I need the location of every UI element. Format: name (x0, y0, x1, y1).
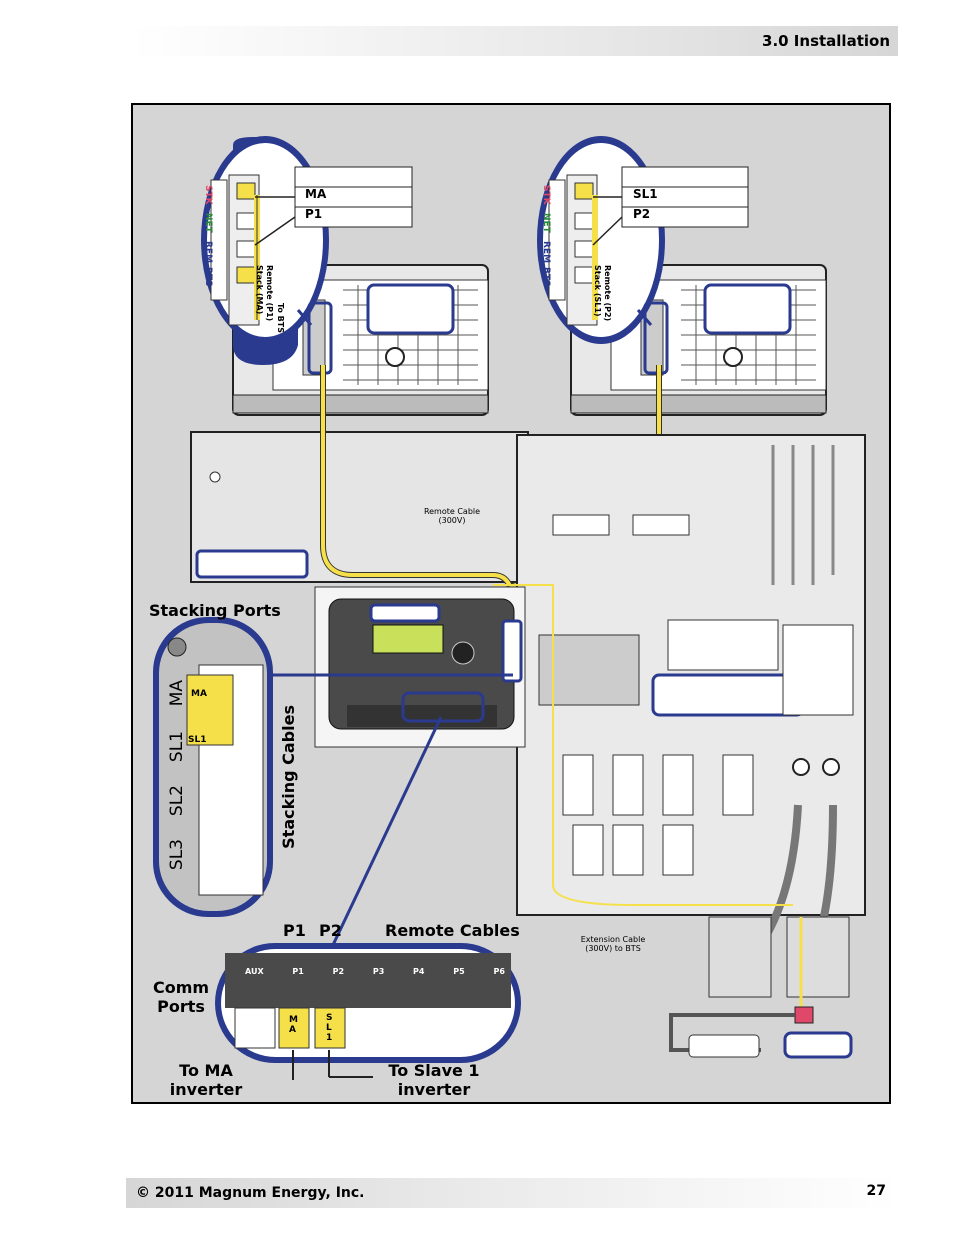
remote-cable-line1: Remote Cable (423, 507, 481, 516)
comm-port-p3: P3 (372, 967, 385, 976)
right-cable-note-1: Stack (SL1) (593, 265, 602, 317)
comm-port-row: AUX P1 P2 P3 P4 P5 P6 (245, 967, 505, 976)
stack-port-sl2: SL2 (167, 785, 187, 817)
callout-box-left (366, 283, 455, 335)
port-table-left (254, 166, 413, 246)
right-cable-note-2: Remote (P2) (603, 265, 612, 322)
copyright: © 2011 Magnum Energy, Inc. (136, 1185, 365, 1201)
to-slave-label: To Slave 1 inverter (379, 1061, 489, 1099)
remote-cable-line2: (300V) (438, 516, 466, 525)
left-bts-label: BTS (203, 267, 213, 287)
comm-p1-label: P1 (283, 921, 306, 940)
comm-port-p1: P1 (292, 967, 304, 976)
to-ma-label: To MA inverter (161, 1061, 251, 1099)
right-port-bottom-label: P2 (633, 207, 651, 221)
comm-port-p5: P5 (453, 967, 465, 976)
diagram-svg (153, 136, 866, 1080)
remote-control (314, 586, 526, 748)
right-rem-label: REM (541, 241, 551, 264)
footer-bar: © 2011 Magnum Energy, Inc. 27 (126, 1178, 898, 1208)
to-ma-line2: inverter (169, 1080, 243, 1099)
stack-plug-sl1: SL1 (188, 735, 207, 745)
stacking-ports-title: Stacking Ports (149, 601, 281, 620)
right-port-top-label: SL1 (633, 187, 658, 201)
stack-port-sl3: SL3 (167, 839, 187, 871)
remote-cables-title: Remote Cables (385, 921, 520, 940)
stacking-ports-zoom (153, 617, 273, 917)
right-bts-label: BTS (541, 267, 551, 287)
port-table-right (592, 166, 749, 246)
comm-ports-line1: Comm (152, 978, 210, 997)
comm-ports-title: Comm Ports (151, 978, 211, 1016)
section-title: 3.0 Installation (762, 32, 890, 50)
left-port-bottom-label: P1 (305, 207, 323, 221)
right-stk-label: STK (541, 185, 551, 205)
left-net-label: NET (203, 213, 213, 233)
left-port-zoom (201, 136, 329, 365)
extension-cable-line2: (300V) to BTS (585, 944, 641, 953)
comm-port-p2: P2 (332, 967, 345, 976)
to-ma-line1: To MA (179, 1061, 233, 1080)
comm-port-aux: AUX (245, 967, 264, 976)
plug-ma-char-1: M (289, 1015, 298, 1025)
left-rem-label: REM (203, 241, 213, 264)
extension-cable-note: Extension Cable (300V) to BTS (573, 935, 653, 953)
left-cable-note-1: Stack (MA) (255, 265, 264, 315)
plug-ma-char-2: A (289, 1025, 296, 1035)
main-panel (516, 434, 866, 1059)
stack-port-ma: MA (167, 680, 187, 707)
right-net-label: NET (541, 213, 551, 233)
plug-sl1-char-2: L (326, 1023, 332, 1033)
left-enclosure (190, 431, 529, 583)
left-stk-label: STK (203, 185, 213, 205)
page-number: 27 (866, 1183, 886, 1199)
left-cable-note-3: To BTS (276, 303, 285, 333)
plug-sl1-text: S L 1 (326, 1013, 332, 1043)
to-slave-line2: inverter (397, 1080, 471, 1099)
comm-port-p4: P4 (413, 967, 425, 976)
plug-ma-text: M A (289, 1015, 298, 1035)
to-slave-line1: To Slave 1 (388, 1061, 480, 1080)
left-cable-note-2: Remote (P1) (265, 265, 274, 322)
comm-p2-label: P2 (319, 921, 342, 940)
extension-cable-line1: Extension Cable (580, 935, 646, 944)
callout-box-right (703, 283, 792, 335)
remote-cable-note: Remote Cable (300V) (417, 507, 487, 525)
header-bar: 3.0 Installation (130, 26, 898, 56)
plug-sl1-char-3: 1 (326, 1033, 333, 1043)
wiring-diagram: MA P1 SL1 P2 STK NET REM BTS STK NET REM… (131, 103, 891, 1104)
stack-plug-ma: MA (191, 689, 207, 699)
left-port-top-label: MA (305, 187, 327, 201)
comm-ports-zoom (215, 943, 521, 1080)
plug-sl1-char-1: S (326, 1013, 333, 1023)
comm-ports-line2: Ports (157, 997, 205, 1016)
stacking-cables-title: Stacking Cables (279, 705, 298, 849)
stack-port-sl1: SL1 (167, 731, 187, 763)
comm-port-p6: P6 (493, 967, 505, 976)
